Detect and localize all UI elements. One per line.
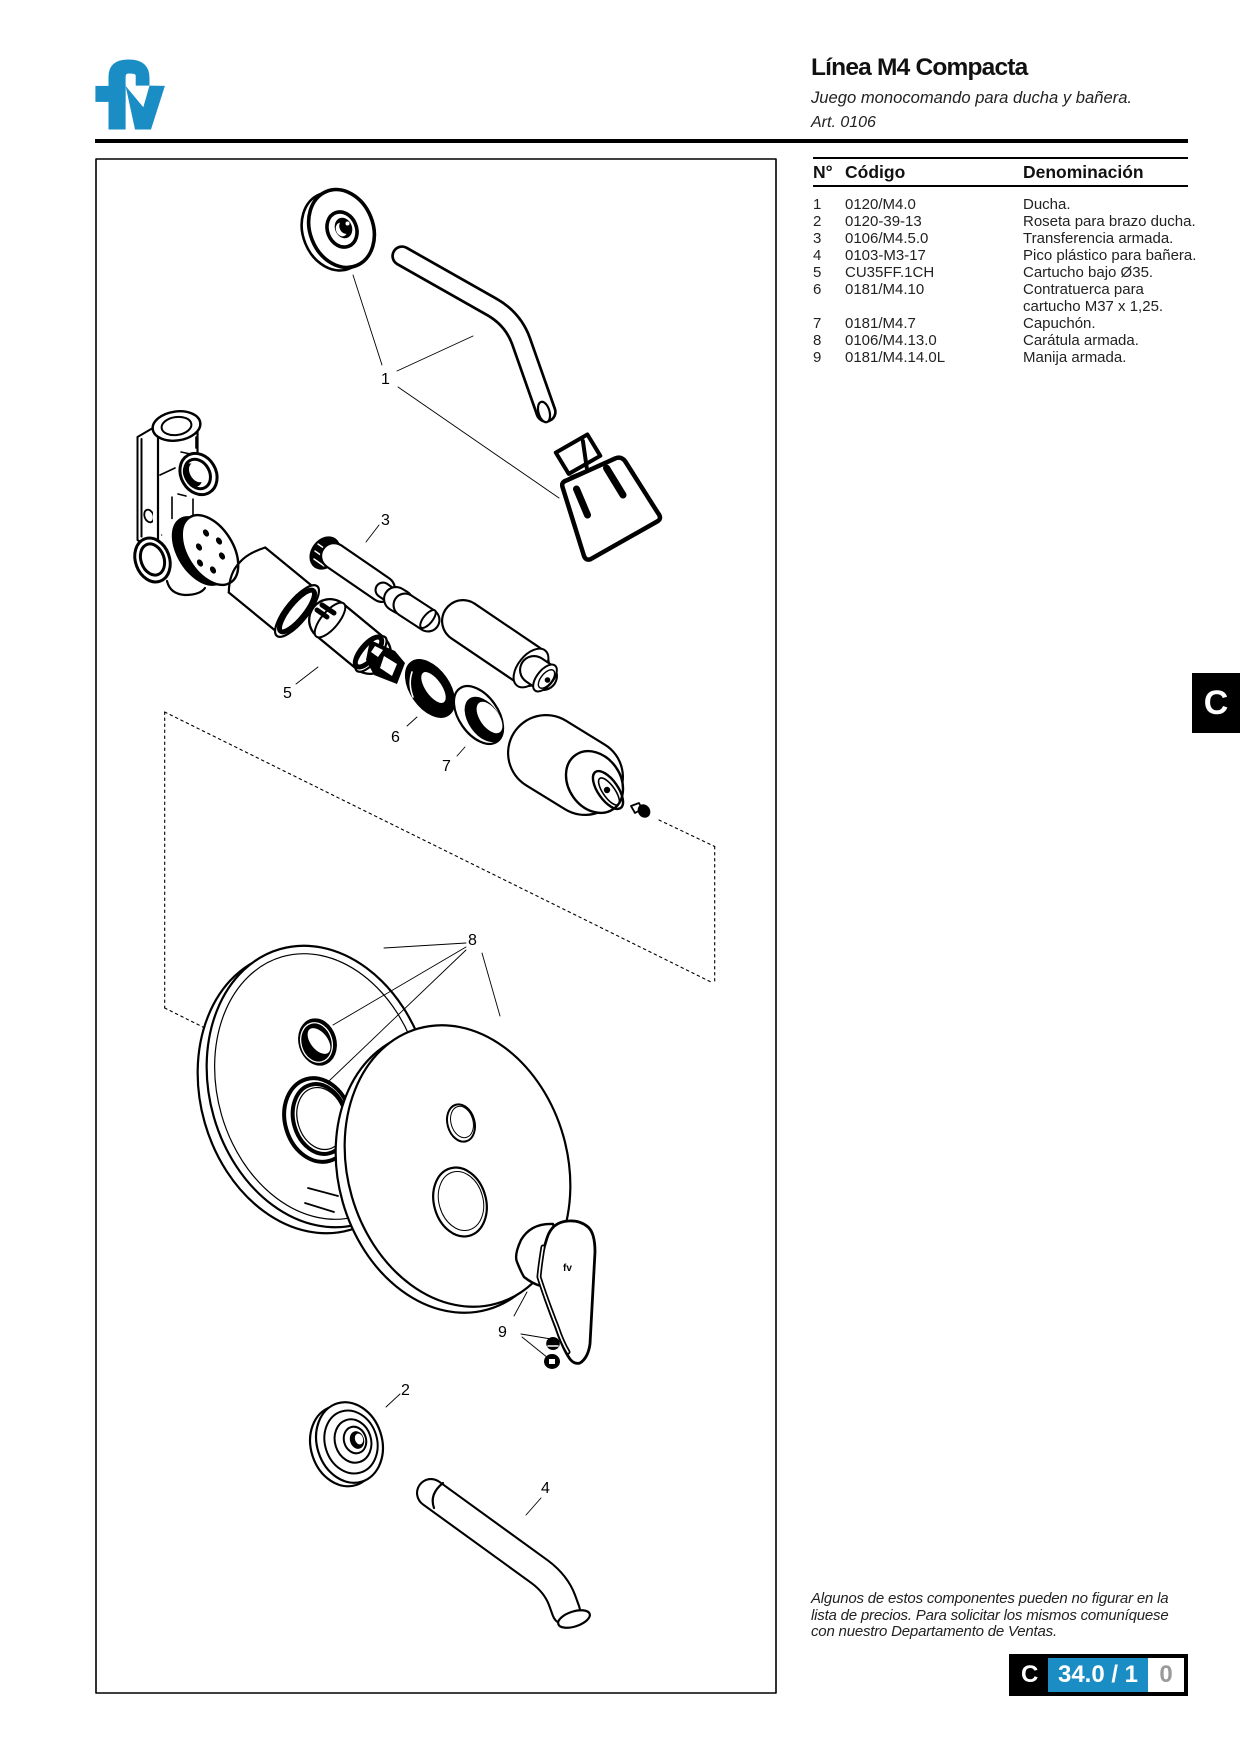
svg-text:1: 1 [381, 371, 390, 388]
svg-text:3: 3 [381, 512, 390, 529]
svg-text:9: 9 [498, 1324, 507, 1341]
svg-text:2: 2 [401, 1382, 410, 1399]
svg-text:8: 8 [468, 932, 477, 949]
svg-text:5: 5 [283, 685, 292, 702]
svg-text:4: 4 [541, 1480, 550, 1497]
svg-text:6: 6 [391, 729, 400, 746]
svg-text:fv: fv [563, 1263, 572, 1274]
svg-text:7: 7 [442, 758, 451, 775]
